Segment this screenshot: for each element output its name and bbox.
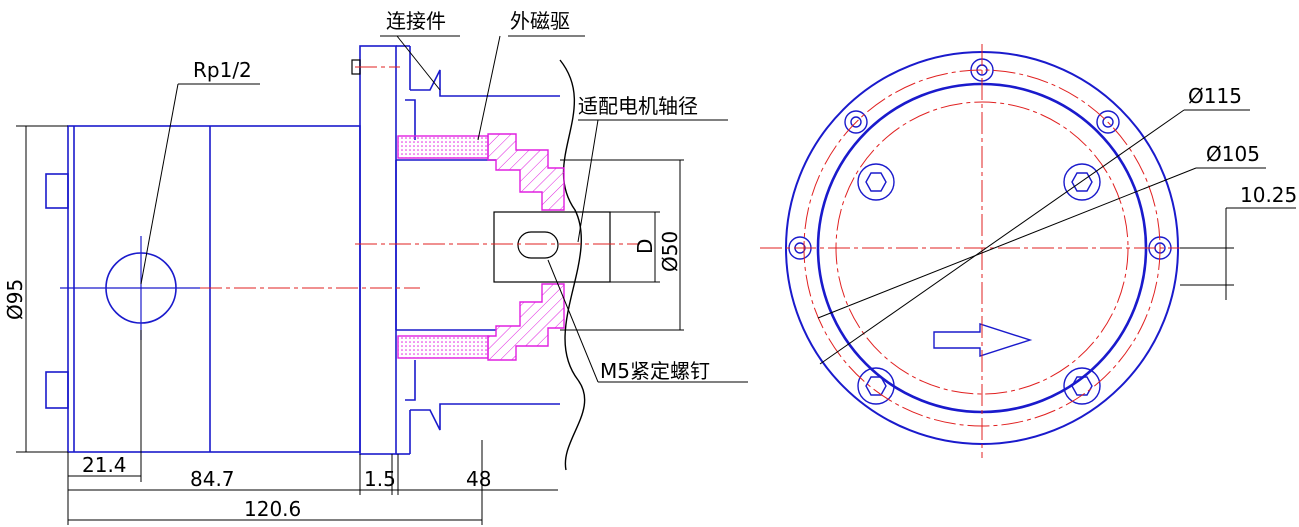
rotation-arrow-icon: [933, 323, 1033, 357]
connector-upper: [410, 69, 560, 97]
side-view: [45, 45, 611, 471]
dim-1-5: 1.5: [364, 467, 396, 491]
label-port-thread: Rp1/2: [193, 58, 252, 82]
dim-dia-95: Ø95: [3, 279, 27, 320]
dim-shaft-d: D: [633, 239, 657, 254]
label-set-screw: M5紧定螺钉: [600, 359, 710, 383]
side-centerlines: [200, 66, 640, 289]
side-labels: 连接件 外磁驱 适配电机轴径 Rp1/2 M5紧定螺钉 Ø95 D Ø50 21…: [3, 9, 710, 521]
hex-screws: [857, 163, 1101, 405]
dim-10-25: 10.25: [1240, 183, 1297, 207]
front-dimensions: [817, 109, 1296, 365]
connector-lower: [410, 403, 560, 431]
dim-dia-50: Ø50: [658, 231, 682, 272]
outer-magnetic-drive-section: [397, 133, 565, 361]
break-line: [559, 59, 586, 471]
dim-48: 48: [466, 467, 491, 491]
dim-120-6: 120.6: [244, 497, 301, 521]
label-connector: 连接件: [386, 9, 446, 33]
dim-84-7: 84.7: [190, 467, 235, 491]
front-centerlines: [760, 44, 1206, 458]
dim-21-4: 21.4: [82, 453, 127, 477]
dim-dia-105: Ø105: [1206, 142, 1260, 166]
side-dimensions: [16, 35, 748, 525]
front-labels: Ø115 Ø105 10.25: [1188, 84, 1297, 207]
motor-shaft: [493, 211, 611, 283]
label-outer-magnetic-drive: 外磁驱: [510, 9, 570, 33]
flange-plate: [359, 45, 397, 455]
terminal-tab-bottom: [45, 371, 69, 409]
motor-body: [67, 125, 361, 453]
terminal-tab-top: [45, 173, 69, 209]
dim-dia-115: Ø115: [1188, 84, 1242, 108]
label-motor-shaft: 适配电机轴径: [578, 94, 698, 118]
